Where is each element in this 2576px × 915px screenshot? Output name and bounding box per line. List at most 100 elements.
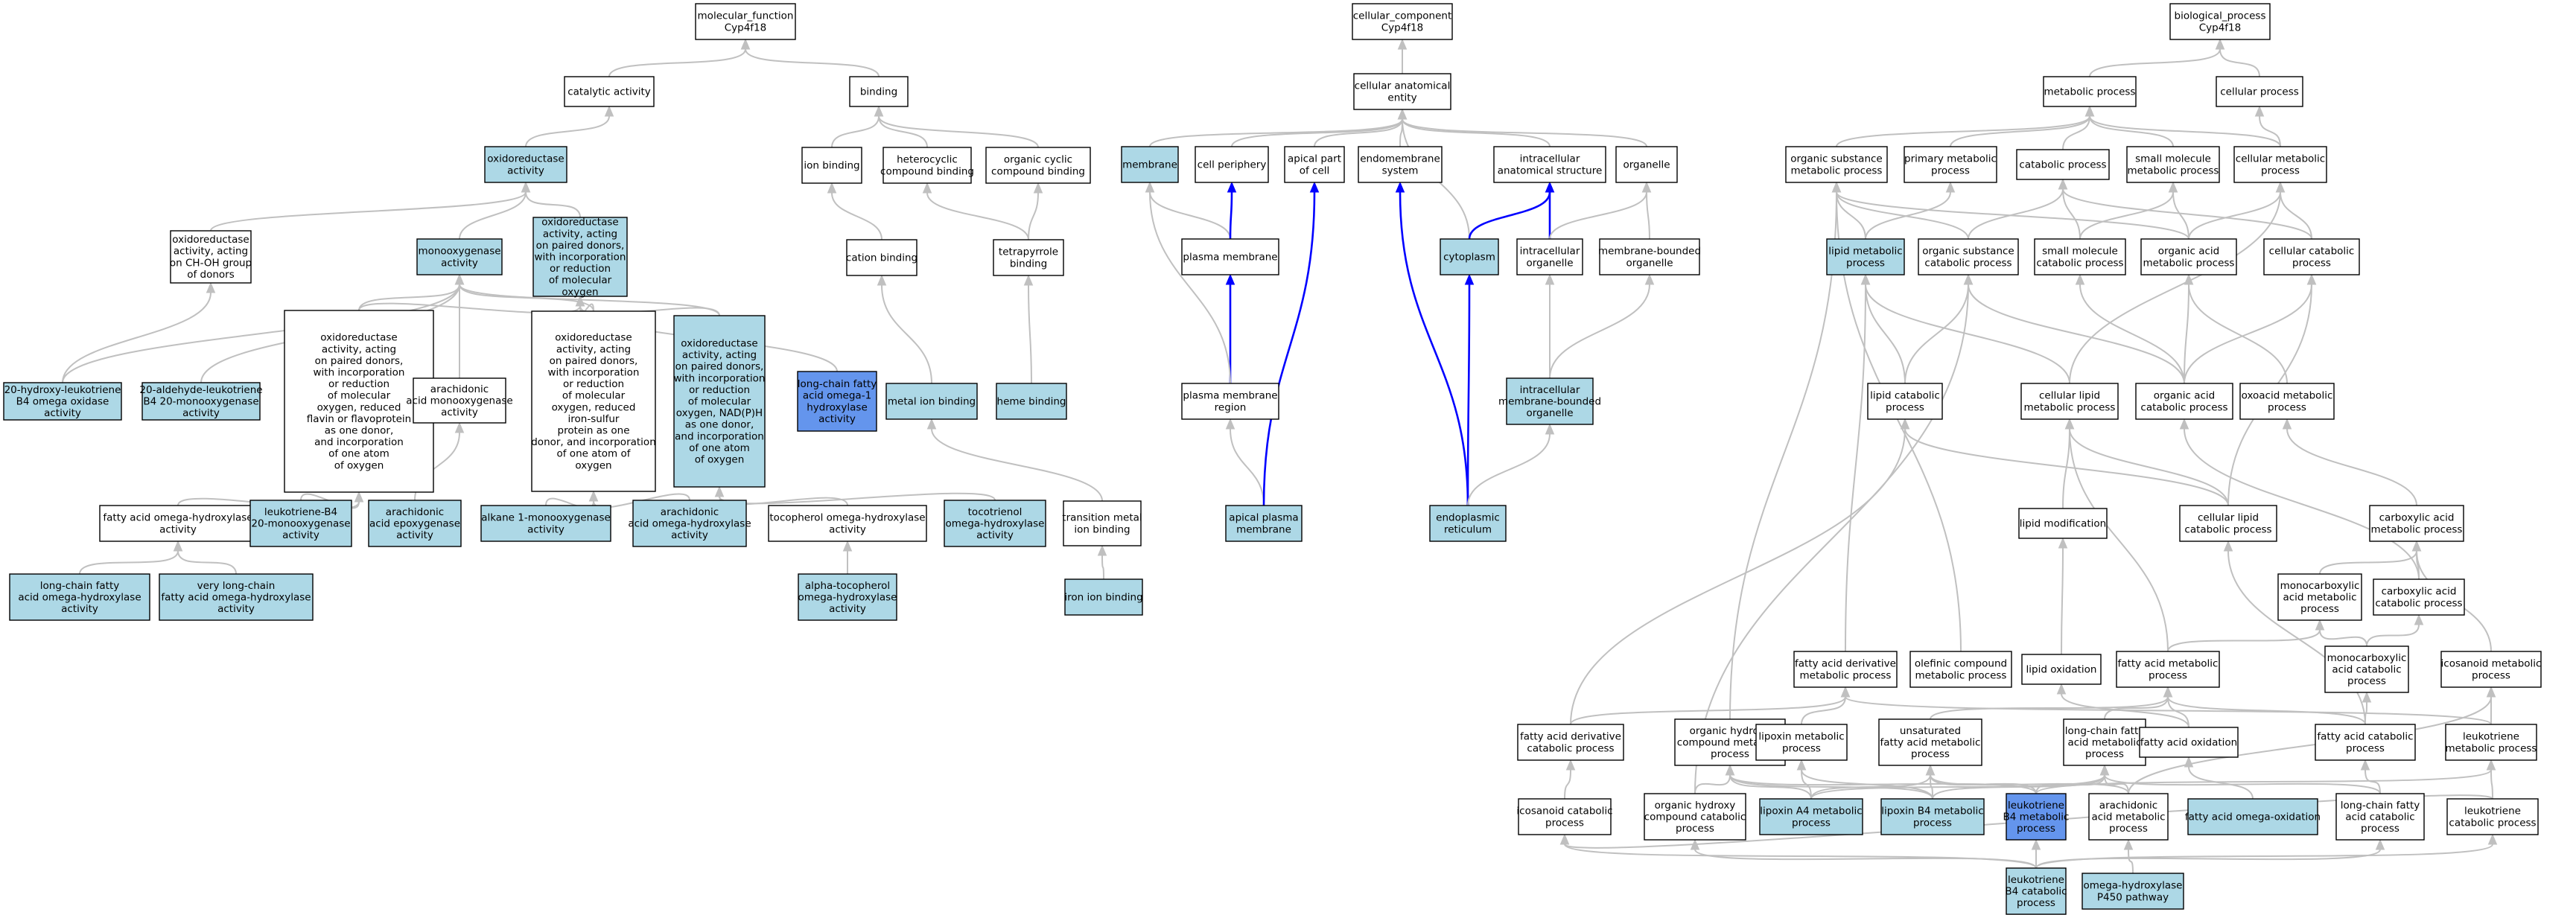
go-term-catabolic[interactable]: catabolic process [2016,149,2110,180]
go-term-cell-periphery[interactable]: cell periphery [1195,146,1269,183]
go-term-membrane[interactable]: membrane [1121,146,1179,183]
go-term-catalytic[interactable]: catalytic activity [564,76,655,107]
go-term-iron-ion[interactable]: iron ion binding [1064,578,1143,616]
go-term-lipid-mod[interactable]: lipid modification [2018,508,2108,539]
go-term-cellular-process[interactable]: cellular process [2216,76,2303,107]
edge-line [2089,48,2221,77]
go-term-cytoplasm[interactable]: cytoplasm [1440,238,1499,275]
go-term-fa-ox[interactable]: fatty acid oxidation [2139,727,2239,758]
go-term-ion-binding[interactable]: ion binding [801,147,862,184]
edge-arrowhead [877,274,887,286]
go-term-plasma-membrane[interactable]: plasma membrane [1181,238,1279,275]
go-term-metabolic[interactable]: metabolic process [2043,76,2137,107]
go-term-metal-ion[interactable]: metal ion binding [885,383,978,420]
go-term-lipid-ox[interactable]: lipid oxidation [2021,654,2102,685]
relation-edge-icosanoid-cat-to-fa-deriv-cat [1564,759,1576,800]
go-term-cation-binding[interactable]: cation binding [846,239,917,276]
go-term-fa-omega-ox[interactable]: fatty acid omega-oxidation [2185,798,2321,835]
term-label: heme binding [997,396,1066,408]
go-term-organelle[interactable]: organelle [1615,146,1678,183]
go-term-heme[interactable]: heme binding [996,383,1067,420]
go-term-binding[interactable]: binding [849,76,909,107]
edge-line [2069,428,2169,652]
